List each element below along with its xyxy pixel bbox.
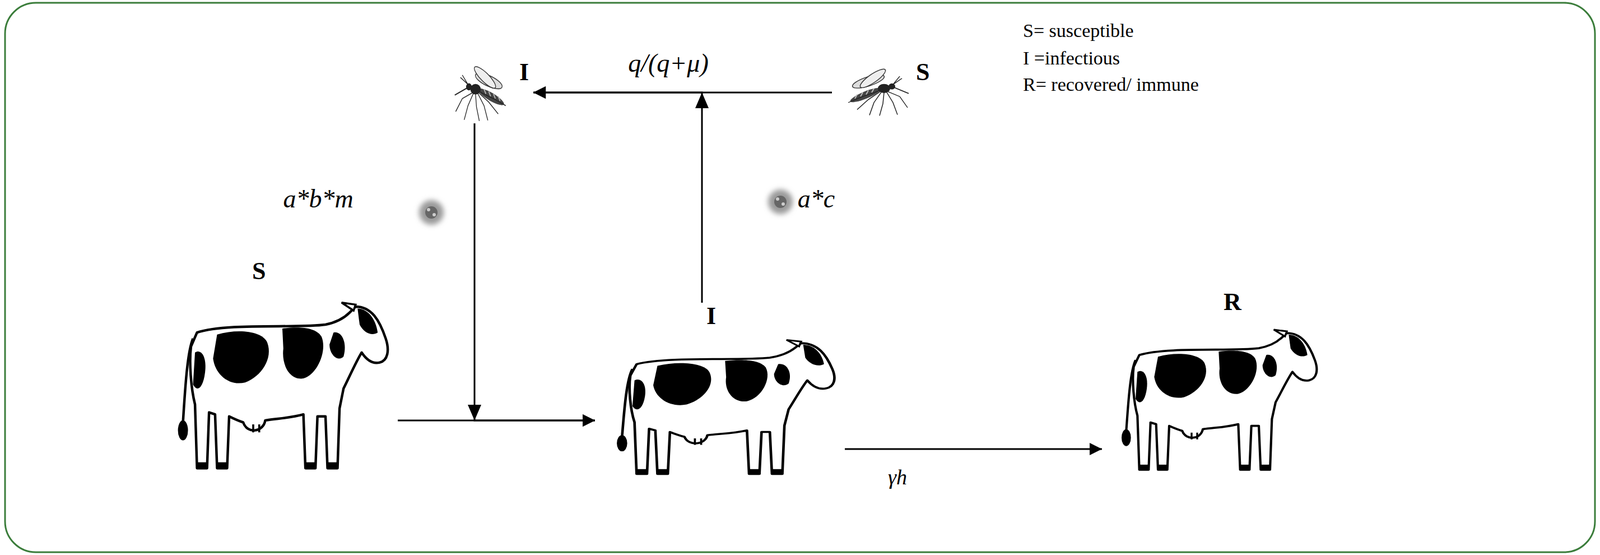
- transmission-arrow: [533, 92, 702, 303]
- cow-drawing: [1121, 329, 1317, 470]
- cow-drawing: [616, 339, 835, 474]
- virus-icon: [768, 189, 793, 215]
- rate-label-holder: a*c: [797, 184, 835, 215]
- cow-node: R: [1101, 288, 1327, 491]
- mosquito-figure: [450, 64, 518, 124]
- transmission-arrow: [844, 448, 1102, 450]
- cow-figure: [1101, 321, 1327, 490]
- cow-drawing: [178, 302, 388, 468]
- rate-label: q/(q+μ): [628, 48, 709, 79]
- rate-label-holder: a*b*m: [282, 184, 353, 215]
- mosquito-figure: [834, 67, 914, 118]
- cow-node: S: [156, 257, 398, 493]
- key-text: I =infectious: [1022, 47, 1120, 69]
- mosquito-drawing: [848, 66, 909, 116]
- virus-icon: [419, 200, 444, 225]
- rate-label-holder: γh: [887, 464, 908, 490]
- cow-figure: [156, 292, 398, 492]
- rate-label: γh: [887, 464, 908, 490]
- rate-label: a*c: [797, 184, 835, 215]
- compartment-letter: I: [519, 58, 529, 86]
- mosquito-node: I: [450, 58, 534, 124]
- compartment-letter: I: [706, 302, 716, 330]
- mosquito-node: S: [831, 58, 934, 118]
- compartment-letter: S: [915, 58, 930, 86]
- key-line-holder: R= recovered/ immune: [1022, 73, 1199, 96]
- cow-figure: [594, 331, 845, 493]
- key-text: R= recovered/ immune: [1022, 73, 1199, 96]
- mosquito-drawing: [454, 63, 506, 121]
- compartment-letter: R: [1223, 288, 1242, 316]
- frame-border: [5, 2, 1595, 552]
- rate-label-holder: q/(q+μ): [628, 48, 709, 79]
- key-text: S= susceptible: [1022, 19, 1134, 42]
- key-line-holder: I =infectious: [1022, 47, 1120, 69]
- rate-label: a*b*m: [282, 184, 353, 215]
- compartment-letter: S: [252, 257, 266, 285]
- key-line-holder: S= susceptible: [1022, 19, 1134, 42]
- transmission-arrow: [474, 123, 595, 421]
- cow-node: I: [594, 302, 845, 493]
